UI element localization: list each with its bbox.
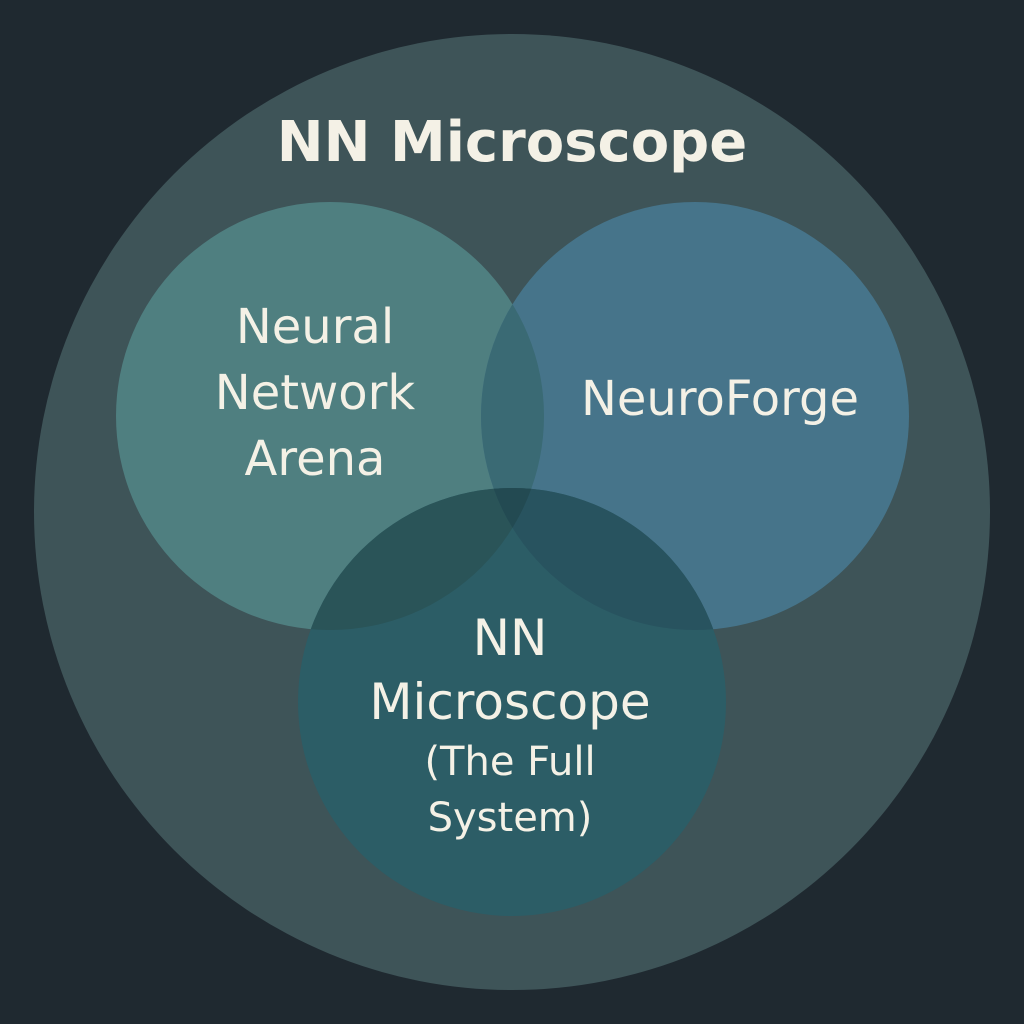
bottom-label-line-4: System): [427, 795, 593, 841]
left-circle-label: Neural Network Arena: [150, 294, 480, 492]
left-label-line-2: Network: [214, 365, 416, 421]
bottom-label-line-2: Microscope: [369, 673, 651, 731]
right-label-line-1: NeuroForge: [580, 371, 860, 427]
right-circle-label: NeuroForge: [540, 366, 900, 432]
overlap-left-bottom: [298, 488, 544, 630]
outer-title: NN Microscope: [276, 110, 748, 175]
bottom-label-line-3: (The Full: [424, 739, 596, 785]
bottom-label-line-1: NN: [472, 609, 548, 667]
left-label-line-3: Arena: [244, 431, 386, 487]
bottom-circle-label: NN Microscope (The Full System): [330, 606, 690, 846]
overlap-right-bottom: [481, 488, 726, 630]
left-label-line-1: Neural: [235, 299, 395, 355]
